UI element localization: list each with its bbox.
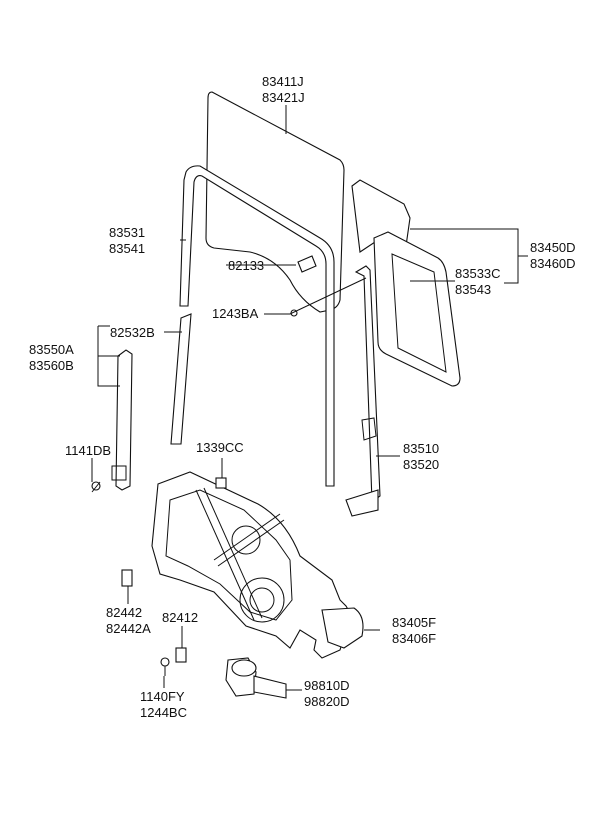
bolt-82133[interactable]: [297, 255, 317, 273]
label-motor-1: 98810D: [304, 678, 350, 693]
label-bolt-1141db: 1141DB: [65, 443, 111, 458]
clip-82442[interactable]: [121, 569, 133, 587]
label-bolt-1243ba: 1243BA: [212, 306, 259, 321]
label-channel-run-1: 83531: [109, 225, 145, 240]
label-regulator-1: 83405F: [392, 615, 436, 630]
bolt-1141db[interactable]: [91, 481, 101, 493]
label-quarter-run-2: 83543: [455, 282, 491, 297]
rear-rail[interactable]: [345, 265, 381, 517]
power-window-motor[interactable]: [225, 657, 287, 699]
label-glass-front-1: 83411J: [262, 74, 304, 89]
screw-1140fy[interactable]: [160, 657, 170, 676]
label-glass-front-2: 83421J: [262, 90, 305, 105]
label-clip-82442-1: 82442: [106, 605, 142, 620]
glass-run-channel[interactable]: [170, 165, 335, 487]
leader-lines: [91, 105, 528, 691]
label-bolt-82133: 82133: [228, 258, 264, 273]
quarter-glass-assembly[interactable]: [351, 179, 461, 387]
label-motor-2: 98820D: [304, 694, 350, 709]
rear-channel[interactable]: [111, 349, 133, 491]
label-rail-1: 83510: [403, 441, 439, 456]
part-labels: 83411J 83421J 83531 83541 82133 1243BA 8…: [29, 74, 576, 720]
label-nut-1339cc: 1339CC: [196, 440, 244, 455]
label-quarter-run-1: 83533C: [455, 266, 501, 281]
label-clip-82442-2: 82442A: [106, 621, 151, 636]
label-clip-82412: 82412: [162, 610, 198, 625]
label-clip-82532b: 82532B: [110, 325, 155, 340]
nut-1339cc[interactable]: [215, 477, 227, 489]
label-rear-channel-1: 83550A: [29, 342, 74, 357]
label-channel-run-2: 83541: [109, 241, 145, 256]
label-quarter-glass-1: 83450D: [530, 240, 576, 255]
window-regulator[interactable]: [151, 471, 364, 659]
label-regulator-2: 83406F: [392, 631, 436, 646]
label-rear-channel-2: 83560B: [29, 358, 74, 373]
front-door-glass[interactable]: [205, 91, 345, 313]
label-screw-1140fy-1: 1140FY: [140, 689, 185, 704]
label-screw-1140fy-2: 1244BC: [140, 705, 187, 720]
label-rail-2: 83520: [403, 457, 439, 472]
clip-82412[interactable]: [175, 647, 187, 663]
label-quarter-glass-2: 83460D: [530, 256, 576, 271]
